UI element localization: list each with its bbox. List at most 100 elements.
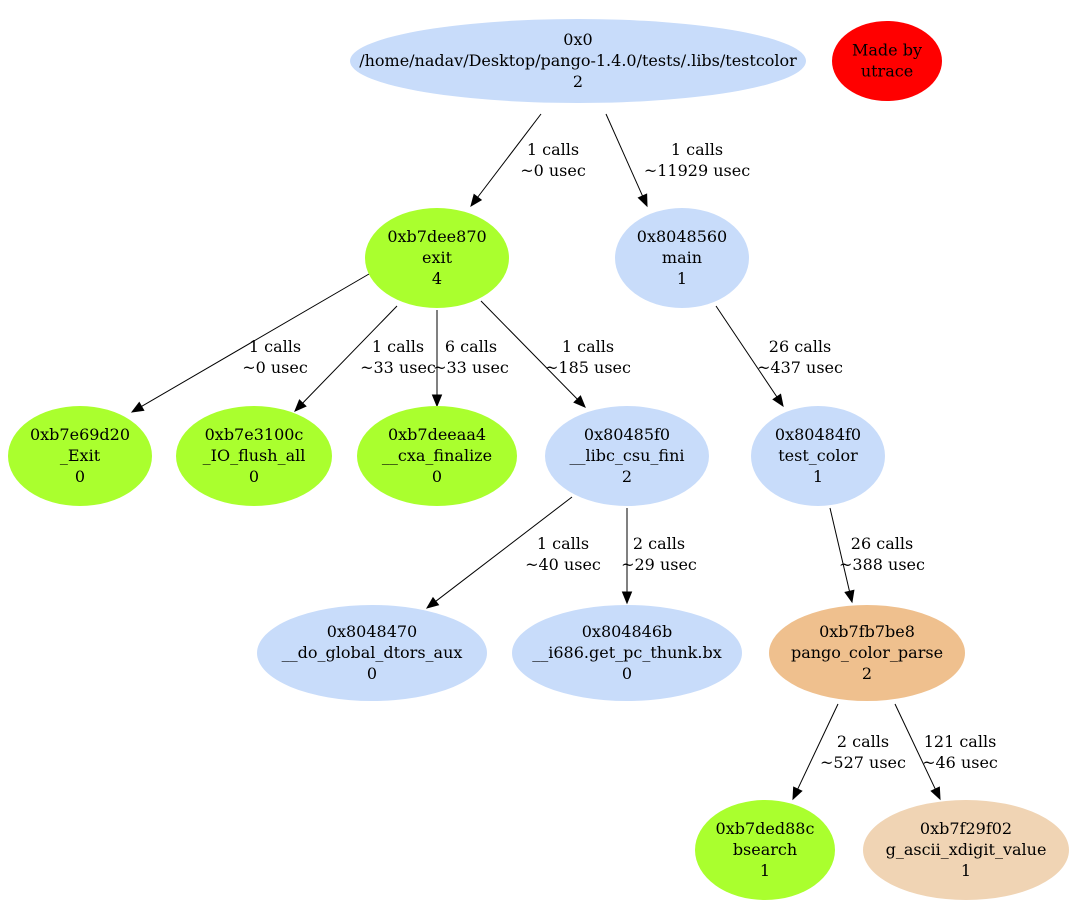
node-count-label: 0 [75, 467, 85, 486]
node-name-label: g_ascii_xdigit_value [886, 840, 1047, 859]
arrowhead-icon [792, 786, 803, 801]
node-addr-label: 0xb7ded88c [716, 819, 815, 838]
node-name-label: pango_color_parse [791, 643, 943, 662]
node-addr-label: 0xb7e3100c [205, 425, 304, 444]
node-ellipse [357, 406, 517, 506]
node-name-label: bsearch [733, 840, 797, 859]
node-ioflush[interactable]: 0xb7e3100c _IO_flush_all 0 [176, 406, 332, 506]
edge-csufini-to-thunk: 2 calls~29 usec [621, 508, 697, 605]
edge-exit-to-csufini: 1 calls~185 usec [480, 300, 631, 408]
node-count-label: 0 [432, 467, 442, 486]
edge-time-label: ~527 usec [820, 753, 906, 772]
edge-parse-to-bsearch: 2 calls~527 usec [792, 703, 906, 801]
node-thunk[interactable]: 0x804846b__i686.get_pc_thunk.bx0 [512, 605, 742, 701]
arrowhead-icon [425, 596, 440, 609]
node-ellipse [769, 605, 965, 701]
node-name-label: __cxa_finalize [382, 446, 492, 465]
node-count-label: 0 [367, 664, 377, 683]
arrowhead-icon [621, 591, 633, 605]
edge-root-to-main: 1 calls~11929 usec [605, 113, 750, 208]
edge-line [302, 305, 398, 404]
node-cxa[interactable]: 0xb7deeaa4 __cxa_finalize 0 [357, 406, 517, 506]
node-name-label: test_color [778, 446, 858, 465]
node-count-label: 2 [622, 467, 632, 486]
nodes-layer: 0x0/home/nadav/Desktop/pango-1.4.0/tests… [8, 19, 1069, 900]
node-addr-label: 0x804846b [582, 622, 673, 641]
node-testcolor[interactable]: 0x80484f0 test_color 1 [751, 406, 885, 506]
node-root[interactable]: 0x0/home/nadav/Desktop/pango-1.4.0/tests… [350, 19, 806, 103]
node-count-label: 1 [813, 467, 823, 486]
node-addr-label: 0x80485f0 [584, 425, 670, 444]
edge-csufini-to-dtors: 1 calls~40 usec [425, 496, 601, 609]
arrowhead-icon [844, 589, 855, 604]
edge-line [715, 305, 778, 398]
node-addr-label: 0xb7deeaa4 [388, 425, 486, 444]
edge-line [894, 703, 936, 790]
edge-time-label: ~437 usec [757, 358, 843, 377]
edge-parse-to-xdigit: 121 calls~46 usec [894, 703, 998, 801]
edge-time-label: ~29 usec [621, 555, 697, 574]
node-ellipse [512, 605, 742, 701]
node-addr-label: 0x0 [563, 30, 592, 49]
edge-time-label: ~0 usec [242, 358, 308, 377]
node-ellipse [350, 19, 806, 103]
edge-time-label: ~11929 usec [644, 161, 750, 180]
node-ellipse [365, 208, 509, 308]
node-ellipse [8, 406, 152, 506]
arrowhead-icon [573, 395, 586, 408]
node-count-label: 2 [862, 664, 872, 683]
edge-line [477, 113, 542, 198]
edge-calls-label: 6 calls [445, 337, 497, 356]
node-count-label: 1 [677, 269, 687, 288]
edge-calls-label: 1 calls [249, 337, 301, 356]
node-count-label: 4 [432, 269, 442, 288]
node-addr-label: 0xb7e69d20 [30, 425, 130, 444]
node-addr-label: 0xb7f29f02 [920, 819, 1012, 838]
node-addr-label: 0xb7fb7be8 [819, 622, 915, 641]
edge-time-label: ~185 usec [545, 358, 631, 377]
node-count-label: 2 [573, 72, 583, 91]
node-name-label: /home/nadav/Desktop/pango-1.4.0/tests/.l… [359, 51, 797, 70]
node-count-label: 0 [249, 467, 259, 486]
node-ellipse [863, 800, 1069, 900]
edge-time-label: ~388 usec [839, 555, 925, 574]
node-ellipse [257, 605, 487, 701]
node-exit[interactable]: 0xb7dee870 exit 4 [365, 208, 509, 308]
node-ellipse [695, 800, 835, 900]
edge-time-label: ~40 usec [525, 555, 601, 574]
edge-root-to-exit: 1 calls~0 usec [470, 113, 586, 208]
arrowhead-icon [637, 193, 648, 208]
node-name-label: __i686.get_pc_thunk.bx [532, 643, 721, 662]
node-name-label: _IO_flush_all [203, 446, 306, 465]
node-addr-label: 0x80484f0 [775, 425, 861, 444]
node-ellipse [615, 208, 749, 308]
edge-line [480, 300, 578, 400]
edge-line [797, 703, 839, 790]
node-addr-label: 0xb7dee870 [387, 227, 486, 246]
node-parse[interactable]: 0xb7fb7be8 pango_color_parse 2 [769, 605, 965, 701]
edge-testcolor-to-parse: 26 calls ~388 usec [829, 507, 925, 604]
node-name-label: main [662, 248, 702, 267]
edge-time-label: ~33 usec [360, 358, 436, 377]
edge-calls-label: 26 calls [769, 337, 831, 356]
node-name-label: exit [422, 248, 453, 267]
edge-calls-label: 1 calls [527, 140, 579, 159]
arrowhead-icon [470, 193, 483, 208]
edge-line [829, 507, 850, 592]
edge-exit-to-ioflush: 1 calls ~33 usec [294, 305, 436, 412]
edge-calls-label: 1 calls [372, 337, 424, 356]
edge-exit-to-cxa: 6 calls~33 usec [431, 310, 509, 408]
node-ellipse [176, 406, 332, 506]
edge-line [141, 273, 370, 407]
arrowhead-icon [294, 399, 307, 412]
edge-calls-label: 26 calls [851, 534, 913, 553]
node-ellipse [751, 406, 885, 506]
